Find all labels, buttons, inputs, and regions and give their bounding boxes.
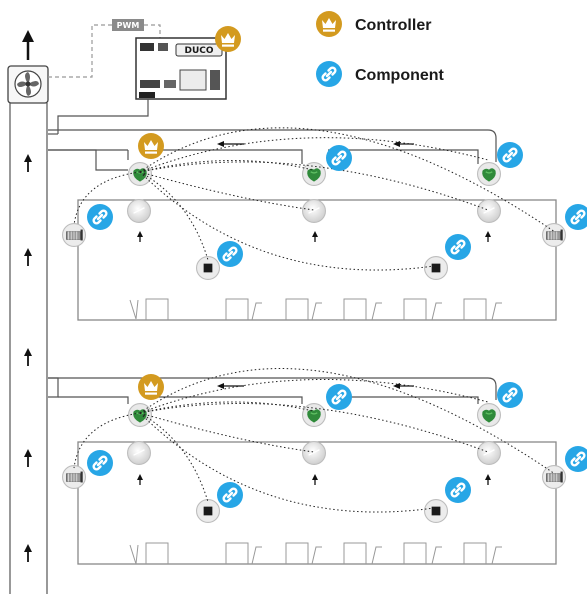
floor-2-vent-right (477, 441, 501, 465)
floor-2-furniture (129, 542, 502, 565)
floor-1-center-link-icon (326, 145, 352, 171)
floor-2-center-link-icon (326, 384, 352, 410)
floor-1-controller-crown-icon (138, 133, 164, 159)
floor-1-grille-left-link-icon (87, 204, 113, 230)
floor-1-sensor-left-link-icon (217, 241, 243, 267)
floor-2-window-grille-left (62, 465, 86, 489)
floor-2-sensor-right-link-icon (445, 477, 471, 503)
floor-1-window-grille-left (62, 223, 86, 247)
floor-2-window-grille-right (542, 465, 566, 489)
pwm-link (48, 24, 161, 78)
floor-1-furniture (129, 298, 502, 321)
fan-unit (7, 65, 49, 104)
legend-controller-label: Controller (355, 17, 431, 34)
floor-2-right-link-icon (497, 382, 523, 408)
floor-1-flow-arrows (217, 141, 414, 147)
floor-1-vent-right (477, 199, 501, 223)
floor-1-sensor-right-link-icon (445, 234, 471, 260)
floor-2-vent-center (302, 441, 326, 465)
feed-pipes (48, 99, 149, 398)
floor-1-ducts (48, 129, 497, 164)
floor-1-wireless-links (73, 127, 556, 271)
legend: Controller Component (316, 11, 445, 87)
duct-up-arrows (24, 154, 32, 562)
floor-1-grille-right-link-icon (565, 204, 587, 230)
floor-2-grille-left-link-icon (87, 450, 113, 476)
floor-2-valve-center (302, 403, 326, 427)
box-brand-label: DUCO (184, 46, 213, 56)
floor-2-sensor-left (196, 499, 220, 523)
floor-2-vent-left (127, 441, 151, 465)
floor-2-vent-arrows (137, 474, 491, 485)
legend-crown-icon (316, 11, 342, 37)
floor-1-right-link-icon (497, 142, 523, 168)
legend-link-icon (316, 61, 342, 87)
exhaust-arrow (22, 30, 34, 60)
floor-2-grille-right-link-icon (565, 446, 587, 472)
floor-1-sensor-left (196, 256, 220, 280)
floor-1-valve-right (477, 162, 501, 186)
floor-1-vent-center (302, 199, 326, 223)
floor-1-vent-arrows (137, 231, 491, 242)
control-box-crown-icon (215, 26, 241, 52)
floor-1-window-grille-right (542, 223, 566, 247)
main-duct (9, 103, 48, 594)
floor-1-sensor-right (424, 256, 448, 280)
floor-2-controller-crown-icon (138, 374, 164, 400)
floor-2-ducts (48, 377, 497, 404)
floor-1-vent-left (127, 199, 151, 223)
pwm-badge (112, 19, 144, 31)
floor-1-valve-center (302, 162, 326, 186)
floor-2-sensor-right (424, 499, 448, 523)
control-box (135, 37, 227, 100)
floor-2-valve-right (477, 403, 501, 427)
pwm-label: PWM (117, 21, 140, 30)
legend-component-label: Component (355, 67, 445, 84)
floor-2-wireless-links (73, 368, 556, 513)
floor-2-flow-arrows (217, 383, 414, 389)
floor-2-sensor-left-link-icon (217, 482, 243, 508)
